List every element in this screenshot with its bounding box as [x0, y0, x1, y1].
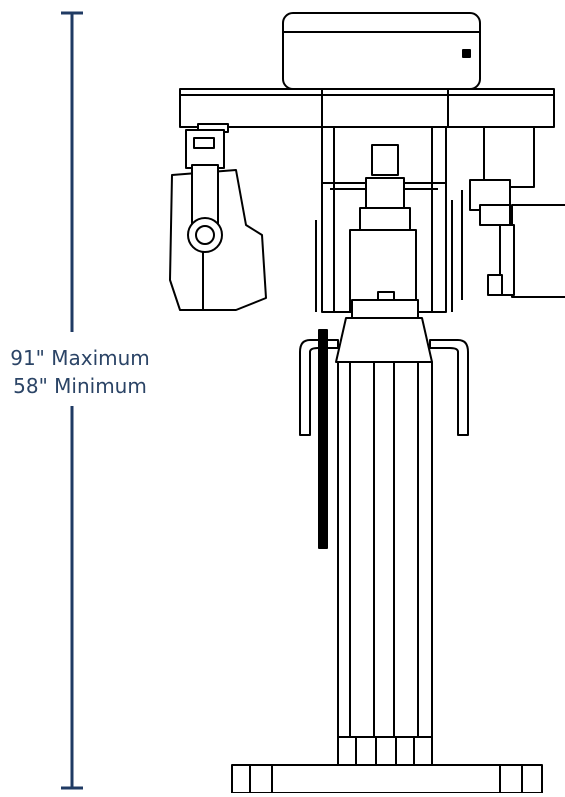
right-sensor-mount: [483, 126, 535, 188]
top-housing: [282, 12, 481, 90]
right-sensor-box: [511, 204, 565, 298]
main-column: [337, 361, 433, 738]
right-handle: [429, 339, 469, 436]
column-foot: [337, 736, 433, 766]
chin-rest-base: [335, 317, 433, 363]
machine-outline: [169, 12, 565, 794]
minimum-height-label: 58" Minimum: [13, 374, 147, 398]
left-handle: [299, 339, 339, 436]
maximum-height-label: 91" Maximum: [10, 346, 150, 370]
cable: [318, 329, 328, 549]
base-platform: [231, 764, 543, 794]
height-dimension-bar: [61, 11, 83, 790]
tube-head-dial-inner: [195, 225, 215, 245]
